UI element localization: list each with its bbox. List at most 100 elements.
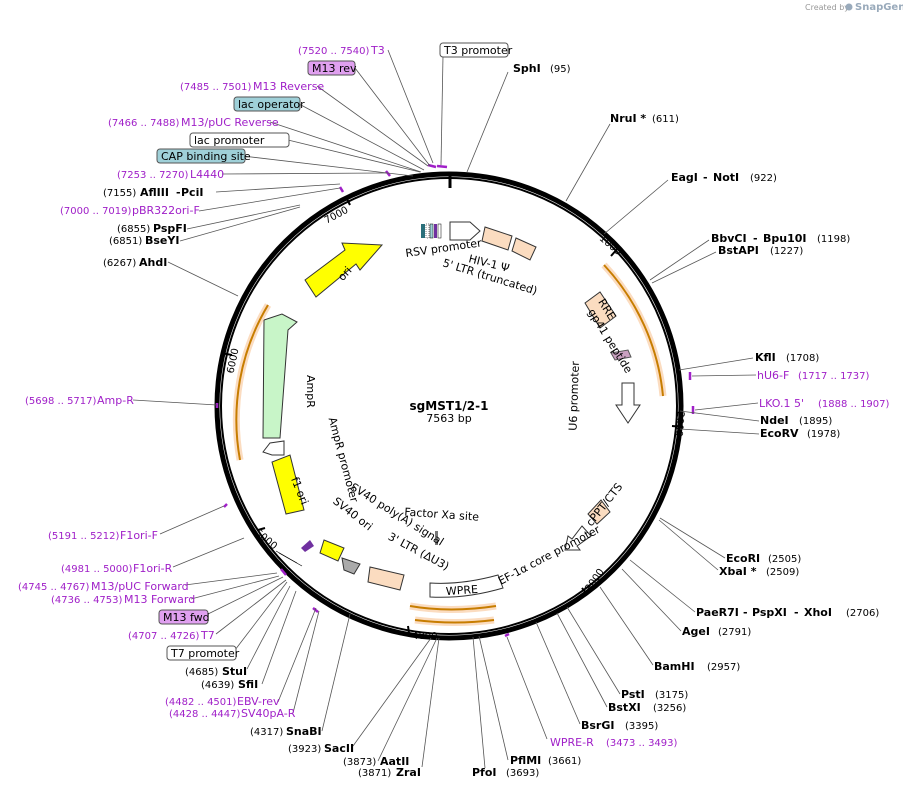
tick-1000 [610, 247, 619, 257]
pflmi-pos: (3661) [548, 756, 581, 767]
feature-t7-promoter-box [278, 552, 303, 567]
tick-label-2000: 2000 [672, 411, 685, 437]
m13puc-rev-pos: (7466 .. 7488) [108, 118, 180, 129]
leader-f1ori-r [172, 537, 245, 568]
feature-5ltr [481, 226, 513, 251]
bstapi-name: BstAPI [718, 244, 759, 257]
paer7i-dash2: - [794, 606, 799, 619]
leader-t3 [387, 49, 434, 164]
m13forward-pos: (4736 .. 4753) [51, 595, 123, 606]
pbr322-pos: (7000 .. 7019) [60, 206, 132, 217]
feature-3ltr [367, 566, 405, 591]
credit-created-by: Created by [805, 3, 849, 12]
ampr-primer-name: Amp-R [97, 394, 134, 407]
t7-promoter-box [166, 645, 237, 661]
m13rev-box [307, 60, 356, 76]
feature-cap-box [421, 224, 425, 238]
tick-2000 [671, 425, 684, 428]
afliii-pos: (7155) [103, 188, 136, 199]
ecorv-name: EcoRV [760, 427, 799, 440]
snapgene-logo-icon [845, 3, 853, 11]
cap-site-box [156, 148, 246, 164]
bbvci-pos: (1198) [817, 234, 850, 245]
primer-mark-pbr322 [338, 186, 345, 193]
feature-f1ori [271, 454, 305, 515]
label-u6: U6 promoter [567, 360, 582, 430]
leader-paer7i [629, 559, 696, 613]
hu6f-pos: (1717 .. 1737) [798, 371, 870, 382]
feature-ampr-promoter-box [262, 440, 285, 456]
leader-sfii [261, 590, 297, 685]
bamhi-pos: (2957) [707, 662, 740, 673]
leader-agei [621, 568, 682, 632]
label-cppt: cPPT/CTS [584, 481, 626, 529]
xhoi-name: XhoI [804, 606, 832, 619]
bsrgi-name: BsrGI [581, 719, 614, 732]
leader-aatii [377, 637, 438, 762]
leader-sacii [352, 637, 432, 747]
feature-lac-promoter-box [425, 223, 430, 239]
bsrgi-pos: (3395) [625, 721, 658, 732]
leader-m13puc-fwd [184, 572, 278, 586]
leader-bseyi [179, 206, 301, 242]
bstxi-pos: (3256) [653, 703, 686, 714]
ecorv-pos: (1978) [807, 429, 840, 440]
nrui-pos: (611) [652, 114, 679, 125]
ahdi-pos: (6267) [103, 258, 136, 269]
afliii-name: AflIII [140, 186, 169, 199]
leader-bamhi [599, 586, 654, 666]
stui-pos: (4685) [185, 667, 218, 678]
ebv-name: EBV-rev [237, 695, 280, 708]
feature-t3-box [437, 223, 442, 239]
ecori-name: EcoRI [726, 552, 760, 565]
xbai-name: XbaI * [719, 565, 757, 578]
m13reverse-name: M13 Reverse [253, 80, 324, 93]
pspxi-name: PspXI [752, 606, 787, 619]
arc-wpre1 [409, 605, 497, 611]
m13fwd-box [158, 609, 209, 625]
pcii-name: PciI [181, 186, 203, 199]
features [262, 221, 641, 598]
leader-m13reverse [316, 85, 429, 167]
t3-name: T3 [370, 44, 385, 57]
feature-ori [304, 242, 384, 298]
leader-bbvci [649, 239, 710, 281]
bbvci-name: BbvCI [711, 232, 747, 245]
paer7i-pos: (2706) [846, 608, 879, 619]
m13rev-label: M13 rev [312, 62, 357, 75]
feature-cppt [587, 499, 611, 525]
arc-rre-highlight [601, 262, 667, 397]
pspfi-name: PspFI [153, 222, 187, 235]
leader-f1ori-f [159, 505, 225, 535]
l4440-pos: (7253 .. 7270) [117, 170, 189, 181]
zrai-pos: (3871) [358, 768, 391, 779]
eagi-name: EagI [671, 171, 698, 184]
leader-m13forward [190, 575, 280, 600]
psti-pos: (3175) [655, 690, 688, 701]
bpu10i-name: Bpu10I [763, 232, 807, 245]
leader-snabi [321, 613, 351, 732]
sv40pa-r-pos: (4428 .. 4447) [169, 709, 241, 720]
pspfi-pos: (6855) [117, 224, 150, 235]
lko-name: LKO.1 5' [759, 397, 804, 410]
kfli-pos: (1708) [786, 353, 819, 364]
leader-stui [246, 585, 291, 670]
f1ori-r-name: F1ori-R [133, 562, 173, 575]
credit-app: SnapGene [855, 2, 903, 13]
lac-promoter-label: lac promoter [194, 134, 265, 147]
leader-t3-promoter [440, 55, 444, 166]
m13puc-rev-name: M13/pUC Reverse [181, 116, 279, 129]
wpre-r-pos: (3473 .. 3493) [606, 738, 678, 749]
arc-ampr [235, 304, 269, 461]
wpre-r-name: WPRE-R [550, 736, 594, 749]
leader-wpre-r [506, 636, 548, 740]
leader-pspfi [186, 204, 301, 230]
leader-sv40pa-r [292, 610, 320, 714]
m13reverse-pos: (7485 .. 7501) [180, 82, 252, 93]
leader-l4440 [221, 172, 388, 175]
leader-xbai [658, 519, 719, 571]
leader-ampr-primer [132, 399, 218, 406]
leader-zrai [421, 637, 440, 768]
primer-mark-m13rev [436, 164, 448, 169]
